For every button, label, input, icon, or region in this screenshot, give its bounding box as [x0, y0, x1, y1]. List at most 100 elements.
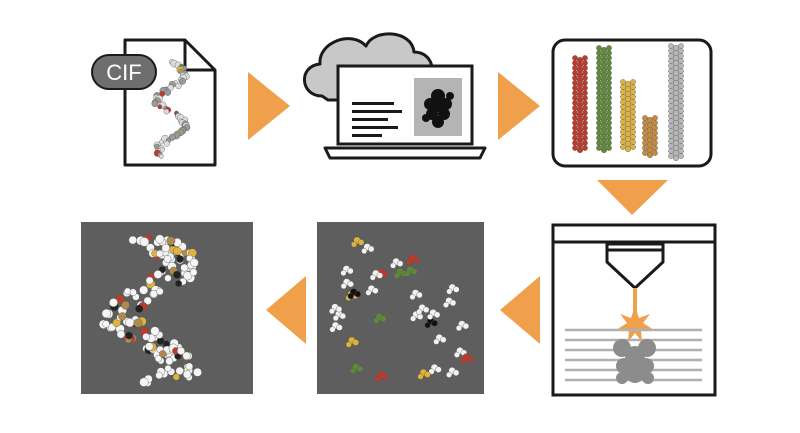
- stack-atom: [582, 105, 588, 111]
- piece-atom: [380, 315, 387, 322]
- stack-atom: [601, 131, 608, 138]
- piece-atom: [368, 245, 375, 253]
- model-stacks-image: [572, 43, 684, 161]
- assembled-atom: [156, 287, 164, 296]
- stack-atom: [678, 93, 684, 99]
- arrow-right-2: [498, 72, 540, 140]
- piece-atom: [453, 351, 460, 358]
- stack-atom: [582, 135, 588, 141]
- stack-atom: [642, 130, 648, 136]
- print-nozzle-icon: [605, 248, 665, 290]
- stack-atom: [596, 55, 602, 61]
- piece-atom: [413, 257, 420, 264]
- stack-atom: [673, 45, 680, 52]
- stack-atom: [577, 57, 584, 64]
- stack-atom: [630, 104, 636, 110]
- piece-atom: [329, 308, 336, 315]
- stack-atom: [601, 62, 608, 69]
- assembled-atom: [150, 326, 160, 336]
- stack-atom: [668, 93, 674, 99]
- piece-atom: [416, 308, 423, 315]
- stack-atom: [678, 143, 684, 149]
- printed-object-silhouette: [613, 339, 656, 384]
- assembled-atom: [161, 243, 171, 253]
- stack-atom: [572, 85, 578, 91]
- stack-atom: [668, 58, 674, 64]
- stack-atom: [620, 99, 626, 105]
- stack-atom: [652, 145, 658, 151]
- piece-atom: [332, 315, 339, 322]
- assembled-atom: [155, 249, 164, 258]
- stack-atom: [668, 128, 674, 134]
- molecule-atom: [179, 77, 186, 85]
- stack-atom: [620, 134, 626, 140]
- stack-atom: [673, 60, 680, 67]
- stack-atom: [601, 101, 608, 108]
- arrow-left-2: [266, 276, 306, 344]
- stack-atom: [601, 47, 608, 54]
- piece-atom: [339, 312, 346, 320]
- stack-atom: [668, 98, 674, 104]
- stack-atom: [625, 135, 632, 142]
- stack-atom: [678, 58, 684, 64]
- stack-atom: [601, 52, 608, 59]
- stack-atom: [582, 80, 588, 86]
- molecule-atom: [175, 82, 182, 90]
- stack-atom: [596, 90, 602, 96]
- stack-atom: [577, 146, 584, 153]
- stack-atom: [625, 105, 632, 112]
- stack-atom: [647, 121, 654, 128]
- stack-atom: [601, 126, 608, 133]
- stack-atom: [630, 89, 636, 95]
- stack-atom: [630, 129, 636, 135]
- stack-atom: [678, 148, 684, 154]
- assembled-atom: [101, 308, 111, 319]
- stack-atom: [606, 70, 612, 76]
- stack-atom: [601, 96, 608, 103]
- stack-atom: [582, 140, 588, 146]
- piece-atom: [467, 355, 474, 363]
- stack-atom: [601, 111, 608, 118]
- stack-atom: [601, 86, 608, 93]
- piece-atom: [453, 286, 460, 293]
- stack-atom: [606, 55, 612, 61]
- piece-atom: [396, 260, 404, 267]
- stack-atom: [630, 94, 636, 100]
- stack-atom: [596, 135, 602, 141]
- stack-atom: [620, 79, 626, 85]
- piece-atom: [340, 283, 347, 290]
- stack-atom: [601, 76, 608, 83]
- stack-atom: [625, 130, 632, 137]
- stack-atom: [596, 85, 602, 91]
- stack-atom: [673, 94, 680, 101]
- stack-atom: [572, 65, 578, 71]
- piece-atom: [423, 306, 430, 313]
- molecule-atom: [157, 104, 163, 110]
- stack-atom: [606, 135, 612, 141]
- stack-atom: [606, 140, 612, 146]
- stack-atom: [596, 50, 602, 56]
- assembled-atom: [182, 351, 191, 360]
- piece-atom: [365, 289, 372, 296]
- molecule-atom: [164, 89, 172, 96]
- stack-atom: [630, 79, 636, 85]
- stack-atom: [668, 153, 674, 159]
- sliced-models-panel: [551, 38, 713, 168]
- stack-atom: [630, 124, 636, 130]
- stack-atom: [577, 86, 584, 93]
- stack-atom: [582, 125, 588, 131]
- stack-atom: [620, 84, 626, 90]
- code-lines: [352, 102, 402, 137]
- assembled-atom: [125, 331, 133, 340]
- stack-atom: [668, 78, 674, 84]
- stack-atom: [577, 111, 584, 118]
- stack-atom: [620, 104, 626, 110]
- stack-atom: [577, 62, 584, 69]
- stack-atom: [668, 118, 674, 124]
- stack-atom: [668, 83, 674, 89]
- stack-atom: [647, 136, 654, 143]
- stack-atom: [620, 124, 626, 130]
- stack-atom: [596, 110, 602, 116]
- stack-atom: [572, 145, 578, 151]
